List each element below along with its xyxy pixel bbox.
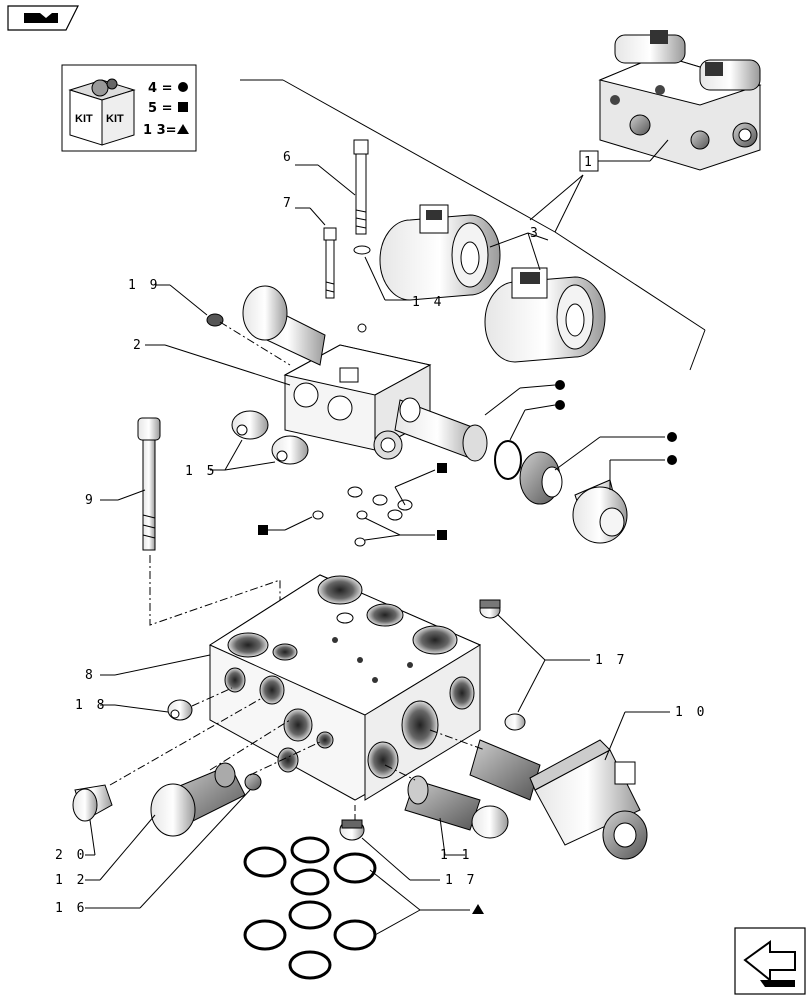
- plug-17-upper: [479, 599, 501, 619]
- callout-14: 1 4: [412, 295, 444, 310]
- bolt-6: [353, 139, 369, 235]
- callout-17-upper: 1 7: [595, 653, 627, 668]
- plug-20: [72, 784, 113, 822]
- callout-20: 2 0: [55, 848, 87, 863]
- solenoid-coil-lower: [484, 267, 606, 363]
- kit-box-icon: KIT KIT: [68, 78, 136, 146]
- kit-row-13-label: 1 3=: [143, 123, 177, 138]
- plug-16: [244, 773, 262, 791]
- kit-row-5-label: 5 =: [148, 101, 172, 116]
- plug-17-right: [504, 713, 526, 731]
- cartridge-11: [404, 775, 509, 839]
- bolt-9: [137, 417, 161, 551]
- o-ring-right: [494, 440, 522, 480]
- manifold-block-8: [208, 574, 482, 801]
- callout-18: 1 8: [75, 698, 107, 713]
- plug-17-lower: [339, 819, 365, 841]
- square-symbol-icon: [178, 102, 188, 112]
- next-page-arrow-icon[interactable]: [734, 927, 806, 995]
- kit-legend: KIT KIT 4 = 5 = 1 3=: [61, 64, 197, 152]
- valve-assembly-thumbnail: [598, 30, 762, 171]
- plug-18: [167, 699, 193, 721]
- circle-symbol-icon: [178, 82, 188, 92]
- circle-symbol-icon: [667, 432, 677, 442]
- o-ring-kit-13: [243, 836, 377, 980]
- callout-9: 9: [85, 493, 96, 508]
- solenoid-coil-upper: [379, 204, 501, 301]
- bolt-7: [323, 227, 337, 299]
- callout-8: 8: [85, 668, 96, 683]
- kit-text-left: KIT: [75, 113, 93, 125]
- callout-16: 1 6: [55, 901, 87, 916]
- circle-symbol-icon: [555, 380, 565, 390]
- callout-12: 1 2: [55, 873, 87, 888]
- callout-17-lower: 1 7: [445, 873, 477, 888]
- book-icon[interactable]: [7, 5, 79, 31]
- square-symbol-icon: [437, 463, 447, 473]
- washer-14: [353, 245, 371, 255]
- callout-7: 7: [283, 196, 294, 211]
- seal-kit-5: [312, 486, 413, 547]
- solenoid-tube-left: [242, 285, 326, 366]
- kit-row-4-label: 4 =: [148, 81, 172, 96]
- square-symbol-icon: [437, 530, 447, 540]
- callout-3: 3: [530, 226, 541, 241]
- square-symbol-icon: [258, 525, 268, 535]
- callout-11: 1 1: [440, 848, 472, 863]
- nut-right: [519, 451, 563, 505]
- callout-15: 1 5: [185, 464, 217, 479]
- cap-right: [572, 479, 628, 544]
- kit-text-right: KIT: [106, 113, 124, 125]
- triangle-symbol-icon: [472, 904, 484, 914]
- callout-10: 1 0: [675, 705, 707, 720]
- solenoid-tube-right: [394, 397, 488, 462]
- plug-19: [206, 313, 224, 327]
- callout-19: 1 9: [128, 278, 160, 293]
- solenoid-cartridge-10: [469, 739, 648, 860]
- callout-2: 2: [133, 338, 144, 353]
- callout-6: 6: [283, 150, 294, 165]
- circle-symbol-icon: [555, 400, 565, 410]
- plug-15-upper: [231, 410, 269, 440]
- triangle-symbol-icon: [177, 124, 189, 134]
- cartridge-12: [150, 762, 246, 837]
- circle-symbol-icon: [667, 455, 677, 465]
- callout-1: 1: [584, 155, 595, 170]
- plug-15-lower: [271, 435, 309, 465]
- valve-body-2: [283, 323, 432, 460]
